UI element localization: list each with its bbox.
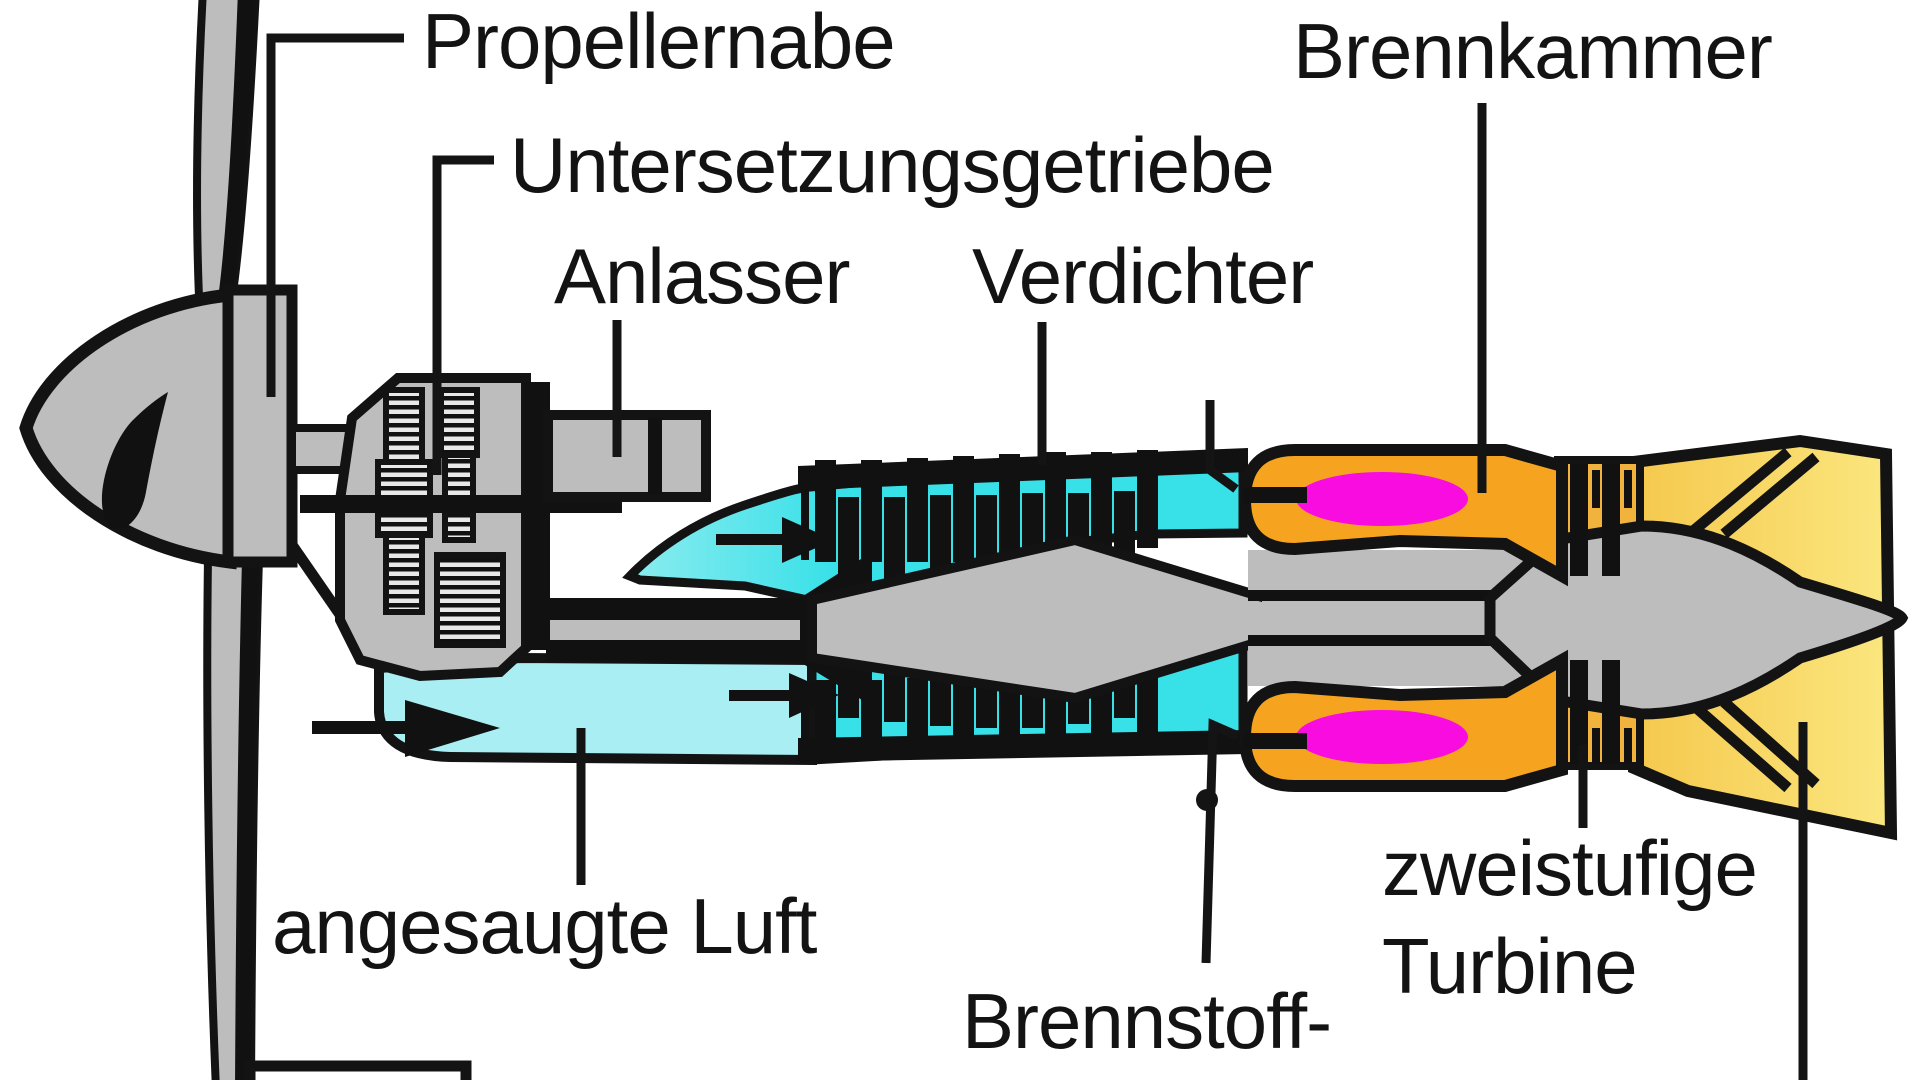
compressor-casing-top <box>798 448 1248 490</box>
fuel-line-junction-dot <box>1196 789 1218 811</box>
label-anlasser: Anlasser <box>554 232 849 320</box>
spinner-marking <box>101 392 168 529</box>
label-turbine: Turbine <box>1382 922 1637 1010</box>
label-brennkammer: Brennkammer <box>1293 7 1772 95</box>
nozzle-struts <box>1688 447 1820 793</box>
starter-box <box>543 410 711 502</box>
flame-lower <box>1296 710 1468 764</box>
airflow-arrows <box>312 517 839 757</box>
label-propellernabe: Propellernabe <box>422 0 895 85</box>
flame-upper <box>1296 472 1468 526</box>
leader-untersetzungsgetriebe <box>432 155 494 475</box>
airflow-arrow-intake <box>312 700 500 757</box>
labels: Propellernabe Untersetzungsgetriebe Anla… <box>272 0 1773 1065</box>
fuel-line-upper <box>1205 400 1239 493</box>
leader-brennstoff <box>1201 718 1240 964</box>
propeller-hub-plate <box>222 284 298 568</box>
label-angesaugte-luft: angesaugte Luft <box>272 882 818 970</box>
compressor-section <box>622 448 1248 765</box>
leader-lines <box>266 33 1808 1080</box>
airflow-arrow-upper-duct <box>716 517 834 563</box>
label-brennstoff: Brennstoff- <box>962 977 1331 1065</box>
combustion-chamber-lower <box>1238 649 1568 792</box>
fuel-pipe-lower <box>1243 733 1307 749</box>
airflow-arrow-lower-duct <box>729 673 839 718</box>
fuel-pipe-upper <box>1243 487 1307 503</box>
gear-shaft <box>300 495 622 513</box>
tail-cone <box>1484 520 1909 720</box>
exhaust-nozzle <box>1484 434 1909 841</box>
label-zweistufige: zweistufige <box>1382 824 1757 912</box>
label-verdichter: Verdichter <box>972 232 1313 320</box>
label-untersetzungsgetriebe: Untersetzungsgetriebe <box>510 121 1274 209</box>
cutoff-legend-box <box>244 1060 472 1080</box>
propeller-assembly <box>19 0 711 1080</box>
leader-propellernabe <box>266 33 404 397</box>
turbine-blades <box>1570 464 1632 764</box>
compressor-casing-bottom <box>798 730 1248 762</box>
